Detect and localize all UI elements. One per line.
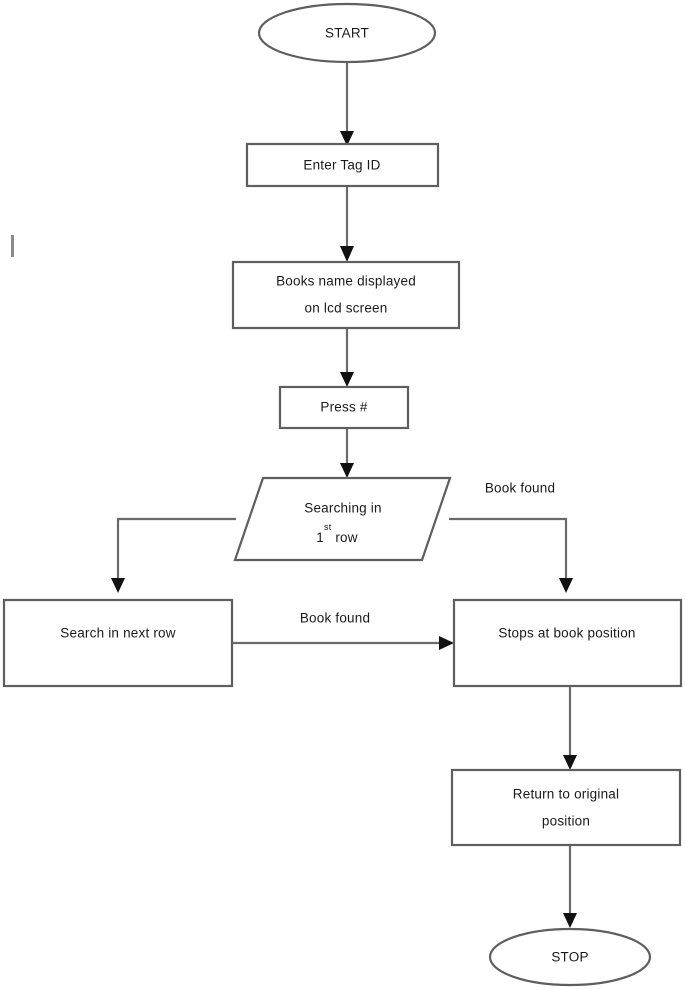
node-searching-line2: 1st row: [316, 522, 357, 544]
connector-press-hash-to-searching: [340, 428, 354, 478]
node-enter-tag-id[interactable]: Enter Tag ID: [245, 142, 440, 188]
connector-start-to-enter-tag: [340, 62, 354, 146]
connector-searching-to-search-next-row: [111, 517, 236, 593]
node-search-in-next-row[interactable]: Search in next row: [2, 598, 234, 688]
node-return-to-original-position[interactable]: Return to original position: [450, 768, 682, 847]
node-searching-line1: Searching in: [304, 501, 381, 516]
node-return-original-line1: Return to original: [513, 787, 619, 802]
node-stop[interactable]: STOP: [488, 927, 652, 987]
connector-return-original-to-stop: [563, 845, 577, 928]
connector-enter-tag-to-books-name: [340, 186, 354, 262]
connector-books-name-to-press-hash: [340, 328, 354, 387]
node-press-hash[interactable]: Press #: [278, 385, 410, 430]
stray-tick-mark: [11, 235, 14, 257]
node-books-name-displayed[interactable]: Books name displayed on lcd screen: [231, 260, 461, 330]
node-stop-label: STOP: [551, 950, 588, 965]
node-start-label: START: [325, 26, 369, 41]
edge-label-book-found-top: Book found: [485, 481, 555, 496]
connector-searching-to-stops-at-book-position: [449, 517, 573, 593]
node-stops-at-book-position[interactable]: Stops at book position: [452, 598, 683, 688]
node-search-in-next-row-label: Search in next row: [60, 626, 175, 641]
node-press-hash-label: Press #: [320, 400, 367, 415]
node-stops-at-book-position-label: Stops at book position: [498, 626, 635, 641]
node-searching-ordinal-number: 1: [316, 530, 324, 545]
connector-stops-at-to-return-original: [563, 686, 577, 770]
connector-search-next-row-to-stops-at-book-position: [232, 636, 454, 650]
node-books-name-line2: on lcd screen: [305, 301, 388, 316]
node-enter-tag-id-label: Enter Tag ID: [303, 158, 380, 173]
node-searching-ordinal-suffix: st: [324, 522, 332, 532]
edge-label-book-found-middle: Book found: [300, 611, 370, 626]
node-searching-ordinal-rest: row: [331, 530, 357, 545]
node-start[interactable]: START: [257, 2, 437, 64]
node-return-original-line2: position: [542, 814, 590, 829]
node-books-name-line1: Books name displayed: [276, 274, 416, 289]
node-searching-in-first-row[interactable]: Searching in 1st row: [233, 476, 452, 562]
